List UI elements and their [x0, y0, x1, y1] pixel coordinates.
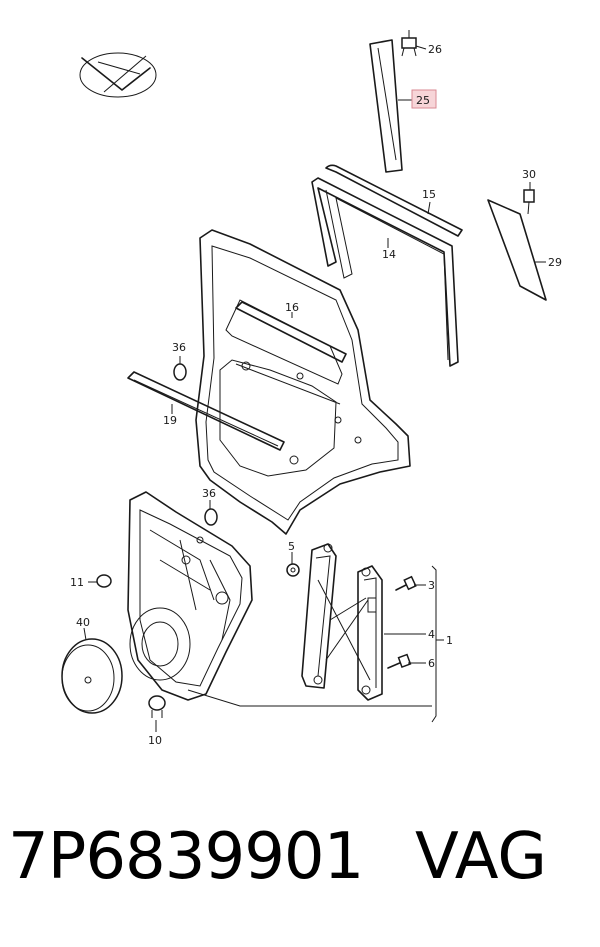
callout-16: 16	[285, 301, 299, 314]
inner-seal-part-19	[127, 371, 285, 451]
callout-26: 26	[428, 43, 442, 56]
window-channel-part-14	[311, 177, 459, 367]
caption: 7P6839901 VAG	[0, 820, 600, 920]
bolt-part-6	[387, 653, 412, 669]
callout-10: 10	[148, 734, 162, 747]
door-module-carrier	[127, 491, 253, 701]
clip-part-10	[148, 695, 166, 718]
callout-15: 15	[422, 188, 436, 201]
callout-5: 5	[288, 540, 295, 553]
callout-6: 6	[428, 657, 435, 670]
callouts: 25 26 15 14 30 29 16 36 19 36 11 40 10 5…	[70, 43, 562, 747]
callout-36a: 36	[172, 341, 186, 354]
window-trim-part-25	[369, 39, 403, 173]
plug-part-36b	[204, 508, 218, 526]
part-number: 7P6839901	[8, 820, 364, 894]
callout-11: 11	[70, 576, 84, 589]
window-seal-part-15	[325, 164, 463, 237]
leader-lines	[83, 45, 546, 732]
callout-19: 19	[163, 414, 177, 427]
callout-30: 30	[522, 168, 536, 181]
plug-part-11	[96, 574, 112, 588]
callout-3: 3	[428, 579, 435, 592]
door-shell	[195, 229, 411, 535]
exploded-parts-diagram: 25 26 15 14 30 29 16 36 19 36 11 40 10 5…	[61, 30, 562, 747]
screw-part-30	[523, 189, 535, 215]
belt-moulding-part-16	[235, 301, 347, 363]
callout-25-highlight	[411, 89, 437, 109]
callout-40: 40	[76, 616, 90, 629]
callout-14: 14	[382, 248, 396, 261]
callout-29: 29	[548, 256, 562, 269]
brand-label: VAG	[415, 820, 547, 894]
clip-part-26	[401, 30, 417, 57]
callout-25: 25	[416, 94, 430, 107]
orientation-symbol-icon	[79, 52, 157, 98]
callout-4: 4	[428, 628, 435, 641]
plug-part-36a	[173, 363, 187, 381]
bolt-part-3	[395, 575, 417, 591]
callout-1: 1	[446, 634, 453, 647]
window-regulator-part-4	[301, 543, 383, 701]
callout-36b: 36	[202, 487, 216, 500]
nut-part-5	[286, 563, 300, 577]
speaker-cover-part-40	[61, 638, 123, 714]
quarter-glass-part-29	[487, 199, 547, 301]
